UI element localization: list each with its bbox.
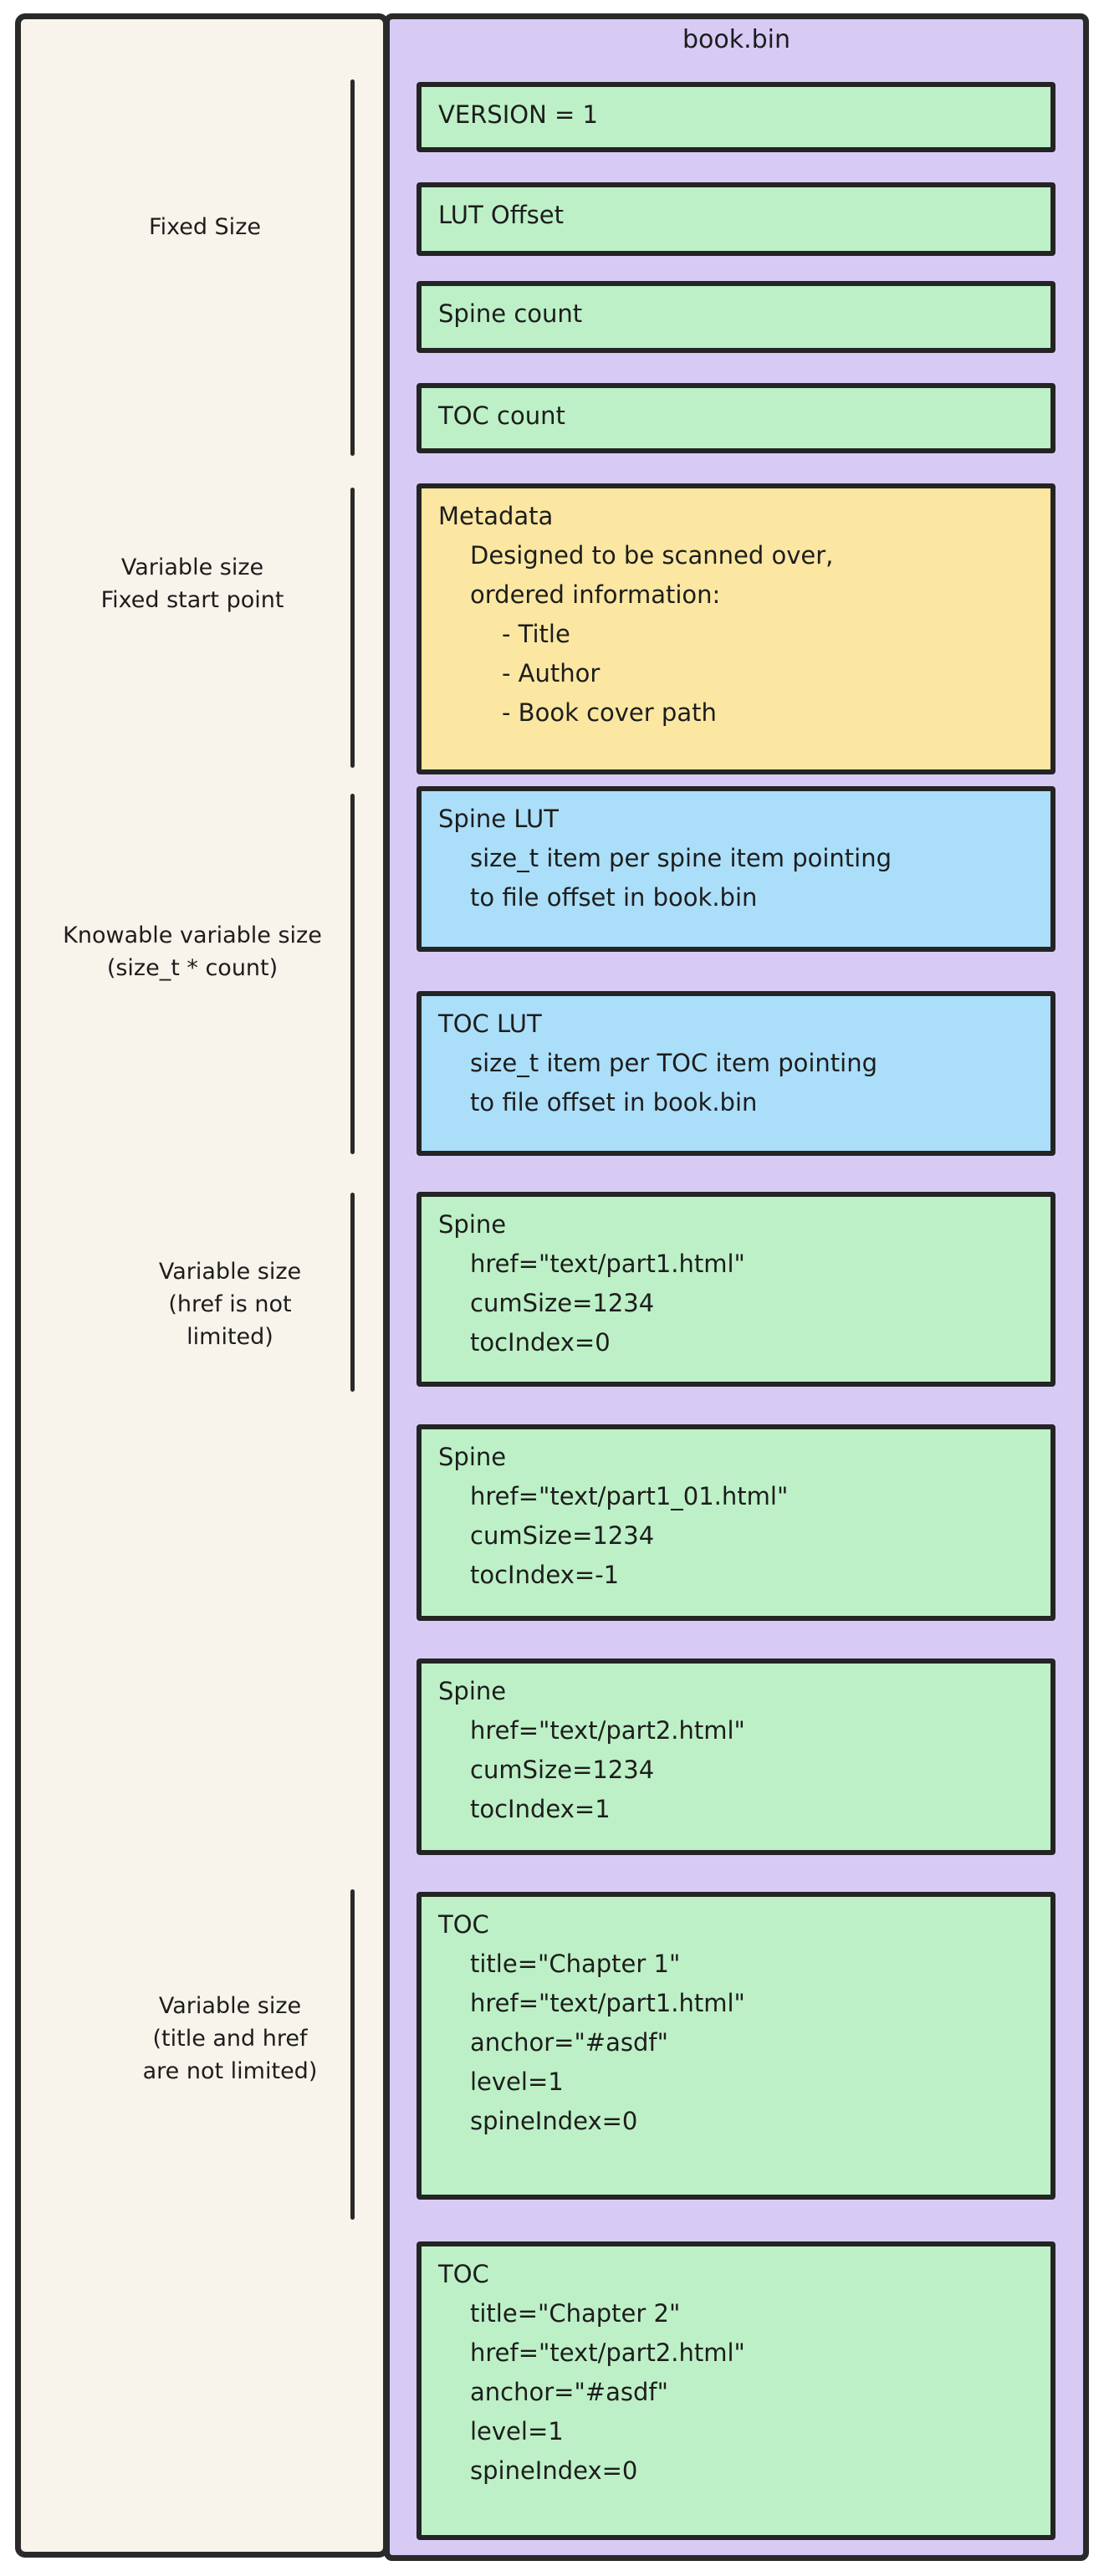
field-line: title="Chapter 2": [470, 2299, 681, 2328]
field-line: Spine LUT: [438, 805, 559, 833]
field-line: level=1: [470, 2417, 564, 2446]
label-line: are not limited): [142, 2058, 318, 2084]
field-line: Spine count: [438, 299, 583, 328]
label-knowable-variable-size: Knowable variable size (size_t * count): [38, 919, 347, 984]
box-spine-count: Spine count: [417, 281, 1055, 353]
field-line: cumSize=1234: [470, 1521, 655, 1550]
label-line: Variable size: [120, 555, 264, 580]
bracket-lut: [350, 794, 355, 1154]
box-lut-offset: LUT Offset: [417, 182, 1055, 256]
field-line: size_t item per TOC item pointing: [470, 1049, 877, 1077]
field-line: href="text/part1_01.html": [470, 1482, 789, 1510]
field-line: anchor="#asdf": [470, 2028, 668, 2057]
label-fixed-size: Fixed Size: [50, 211, 360, 243]
field-line: tocIndex=1: [470, 1795, 611, 1823]
field-line: Spine: [438, 1443, 507, 1471]
field-line: Designed to be scanned over,: [470, 541, 834, 570]
field-line: title="Chapter 1": [470, 1950, 681, 1978]
field-line: level=1: [470, 2067, 564, 2096]
label-line: Variable size: [158, 1259, 302, 1285]
field-line: spineIndex=0: [470, 2456, 638, 2485]
box-toc-2: TOC title="Chapter 2" href="text/part2.h…: [417, 2241, 1055, 2540]
annotations-panel: [15, 13, 389, 2558]
label-line: Fixed Size: [149, 214, 261, 240]
field-line: size_t item per spine item pointing: [470, 844, 892, 872]
box-spine-1: Spine href="text/part1.html" cumSize=123…: [417, 1192, 1055, 1387]
field-line: Spine: [438, 1210, 507, 1239]
field-line: href="text/part1.html": [470, 1250, 745, 1278]
label-variable-size-href: Variable size (href is not limited): [134, 1255, 326, 1353]
book-bin-title: book.bin: [682, 25, 791, 54]
box-spine-3: Spine href="text/part2.html" cumSize=123…: [417, 1659, 1055, 1855]
bracket-metadata: [350, 488, 355, 768]
field-line: - Title: [502, 620, 570, 648]
box-version: VERSION = 1: [417, 82, 1055, 152]
field-line: to file offset in book.bin: [470, 883, 758, 912]
field-line: cumSize=1234: [470, 1756, 655, 1784]
field-line: href="text/part2.html": [470, 2338, 745, 2367]
field-line: spineIndex=0: [470, 2107, 638, 2135]
field-line: VERSION = 1: [438, 100, 598, 129]
label-line: (href is not: [168, 1291, 292, 1317]
bracket-toc: [350, 1889, 355, 2220]
box-spine-lut: Spine LUT size_t item per spine item poi…: [417, 786, 1055, 952]
box-toc-lut: TOC LUT size_t item per TOC item pointin…: [417, 991, 1055, 1156]
field-line: Metadata: [438, 502, 554, 530]
field-line: cumSize=1234: [470, 1289, 655, 1317]
field-line: to file offset in book.bin: [470, 1088, 758, 1117]
field-line: href="text/part2.html": [470, 1716, 745, 1745]
field-line: anchor="#asdf": [470, 2378, 668, 2406]
field-line: ordered information:: [470, 580, 721, 609]
box-spine-2: Spine href="text/part1_01.html" cumSize=…: [417, 1424, 1055, 1621]
label-line: Fixed start point: [100, 587, 284, 613]
label-line: (title and href: [152, 2026, 308, 2052]
field-line: tocIndex=0: [470, 1328, 611, 1357]
bracket-spine: [350, 1193, 355, 1392]
label-line: Variable size: [158, 1993, 302, 2019]
label-variable-size-title-href: Variable size (title and href are not li…: [96, 1990, 364, 2088]
field-line: tocIndex=-1: [470, 1561, 620, 1589]
field-line: href="text/part1.html": [470, 1989, 745, 2017]
box-toc-count: TOC count: [417, 383, 1055, 453]
bracket-fixed-size: [350, 79, 355, 456]
field-line: TOC: [438, 1910, 489, 1939]
field-line: TOC LUT: [438, 1009, 542, 1038]
label-line: (size_t * count): [106, 955, 279, 981]
field-line: TOC: [438, 2260, 489, 2288]
label-line: limited): [187, 1324, 273, 1350]
field-line: - Book cover path: [502, 698, 717, 727]
box-toc-1: TOC title="Chapter 1" href="text/part1.h…: [417, 1892, 1055, 2200]
box-metadata: Metadata Designed to be scanned over, or…: [417, 483, 1055, 774]
field-line: LUT Offset: [438, 201, 564, 229]
label-line: Knowable variable size: [63, 923, 322, 948]
label-variable-size-fixed-start: Variable size Fixed start point: [38, 551, 347, 616]
field-line: - Author: [502, 659, 601, 687]
field-line: TOC count: [438, 401, 565, 430]
field-line: Spine: [438, 1677, 507, 1705]
